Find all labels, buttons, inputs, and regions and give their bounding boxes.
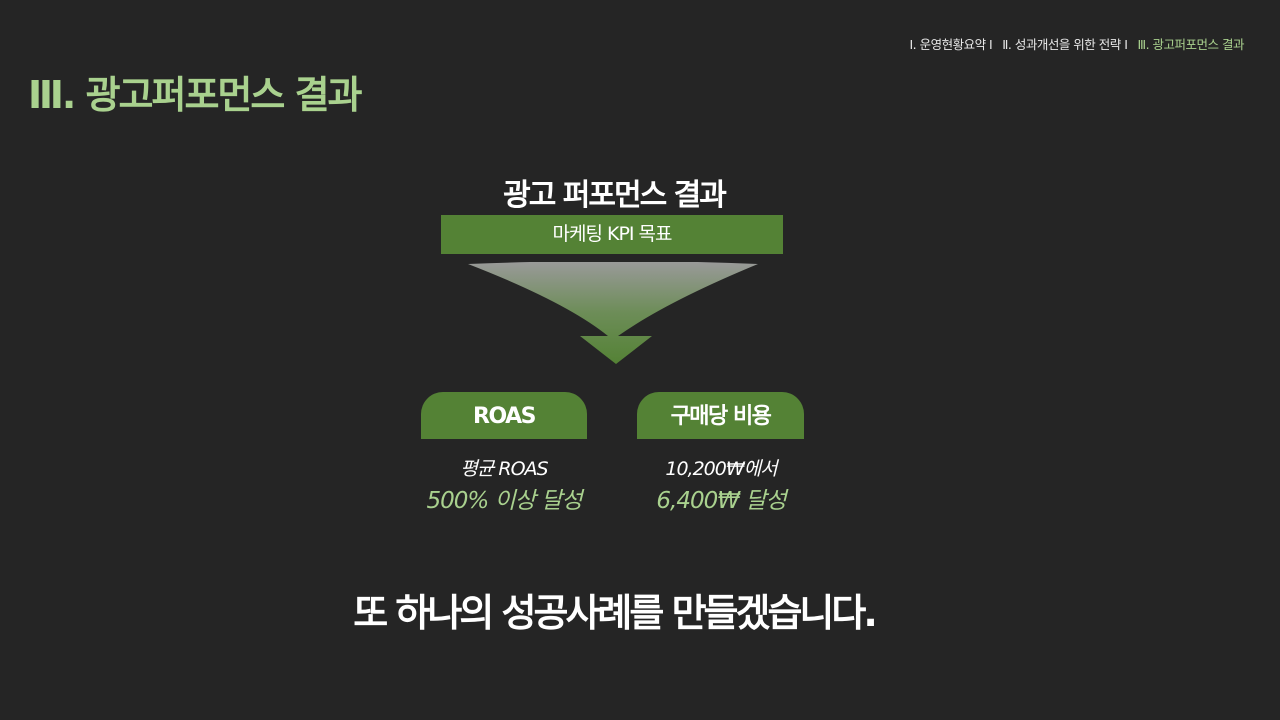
section-nav: Ⅰ. 운영현황요약 Ⅰ Ⅱ. 성과개선을 위한 전략 Ⅰ Ⅲ. 광고퍼포먼스 결…	[909, 34, 1244, 53]
nav-item-summary[interactable]: Ⅰ. 운영현황요약 Ⅰ	[909, 37, 993, 52]
cost-line1: 10,200₩에서	[665, 458, 777, 480]
roas-tab: ROAS	[421, 392, 587, 439]
cost-description: 10,200₩에서 6,400₩ 달성	[617, 454, 825, 515]
nav-item-results[interactable]: Ⅲ. 광고퍼포먼스 결과	[1137, 37, 1244, 52]
nav-item-strategy[interactable]: Ⅱ. 성과개선을 위한 전략 Ⅰ	[1002, 37, 1128, 52]
cost-per-purchase-tab: 구매당 비용	[637, 392, 804, 439]
diagram-heading: 광고 퍼포먼스 결과	[503, 178, 727, 213]
roas-line2: 500% 이상 달성	[426, 488, 582, 514]
cost-line2: 6,400₩ 달성	[656, 488, 786, 514]
roas-description: 평균 ROAS 500% 이상 달성	[400, 454, 608, 515]
funnel-arrow-icon	[468, 262, 758, 364]
page-title: Ⅲ. 광고퍼포먼스 결과	[28, 73, 362, 117]
kpi-goal-bar: 마케팅 KPI 목표	[441, 215, 783, 254]
roas-line1: 평균 ROAS	[460, 458, 548, 480]
closing-statement: 또 하나의 성공사례를 만들겠습니다.	[353, 591, 878, 635]
